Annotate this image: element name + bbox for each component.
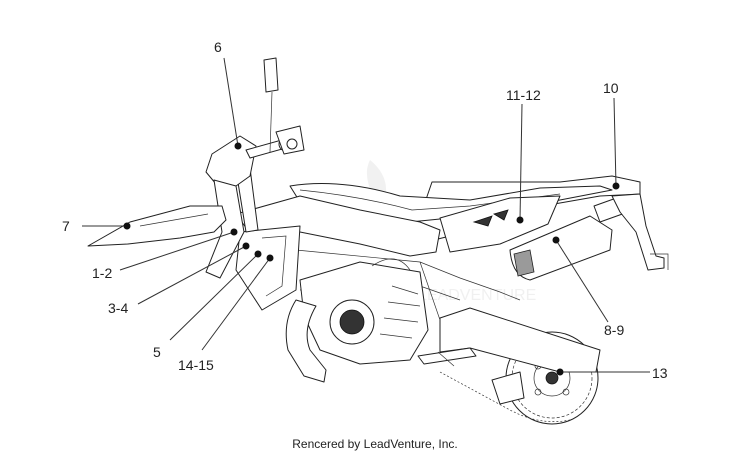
leader-3-4 <box>137 245 247 305</box>
engine <box>299 258 429 365</box>
leader-lines <box>82 57 650 373</box>
callout-labels: 6 7 1-2 3-4 5 14-15 11-12 10 8-9 13 <box>62 39 668 381</box>
leader-6 <box>223 57 239 147</box>
callout-13: 13 <box>652 365 668 381</box>
callout-dots <box>123 142 620 376</box>
callout-1-2: 1-2 <box>92 265 112 281</box>
dot-5 <box>254 250 262 258</box>
leader-14-15 <box>201 257 271 351</box>
callout-10: 10 <box>603 80 619 96</box>
dot-6 <box>234 142 242 150</box>
dot-1-2 <box>230 228 238 236</box>
number-plate <box>205 179 245 279</box>
leader-10 <box>613 97 617 187</box>
side-panel <box>439 195 561 253</box>
leader-5 <box>169 253 259 341</box>
mirror <box>263 57 279 93</box>
front-fender-upper <box>87 205 227 247</box>
dot-14-15 <box>266 254 274 262</box>
dot-8-9 <box>552 236 560 244</box>
callout-8-9: 8-9 <box>604 322 624 338</box>
license-bracket <box>611 193 665 271</box>
dot-13 <box>556 368 564 376</box>
dot-3-4 <box>242 242 250 250</box>
chain-guide <box>491 371 525 405</box>
callout-5: 5 <box>153 344 161 360</box>
callout-11-12: 11-12 <box>506 87 541 103</box>
dot-11-12 <box>516 216 524 224</box>
side-panel-graphic <box>472 209 509 227</box>
muffler-band <box>513 249 535 277</box>
callout-6: 6 <box>214 39 222 55</box>
render-credit: Rencered by LeadVenture, Inc. <box>292 437 458 451</box>
motorcycle-illustration <box>87 57 669 425</box>
leader-11-12 <box>519 103 523 221</box>
watermark-text: LEADVENTURE <box>418 287 536 304</box>
radiator-shroud <box>235 225 301 311</box>
leader-8-9 <box>555 239 609 323</box>
callout-14-15: 14-15 <box>178 357 214 373</box>
front-fender-lower <box>285 299 327 383</box>
leader-1-2 <box>119 231 235 271</box>
dot-10 <box>612 182 620 190</box>
callout-3-4: 3-4 <box>108 300 128 316</box>
headlight-cowl <box>205 135 257 187</box>
dot-7 <box>123 222 131 230</box>
callout-7: 7 <box>62 218 70 234</box>
footpeg-bracket <box>417 347 477 365</box>
